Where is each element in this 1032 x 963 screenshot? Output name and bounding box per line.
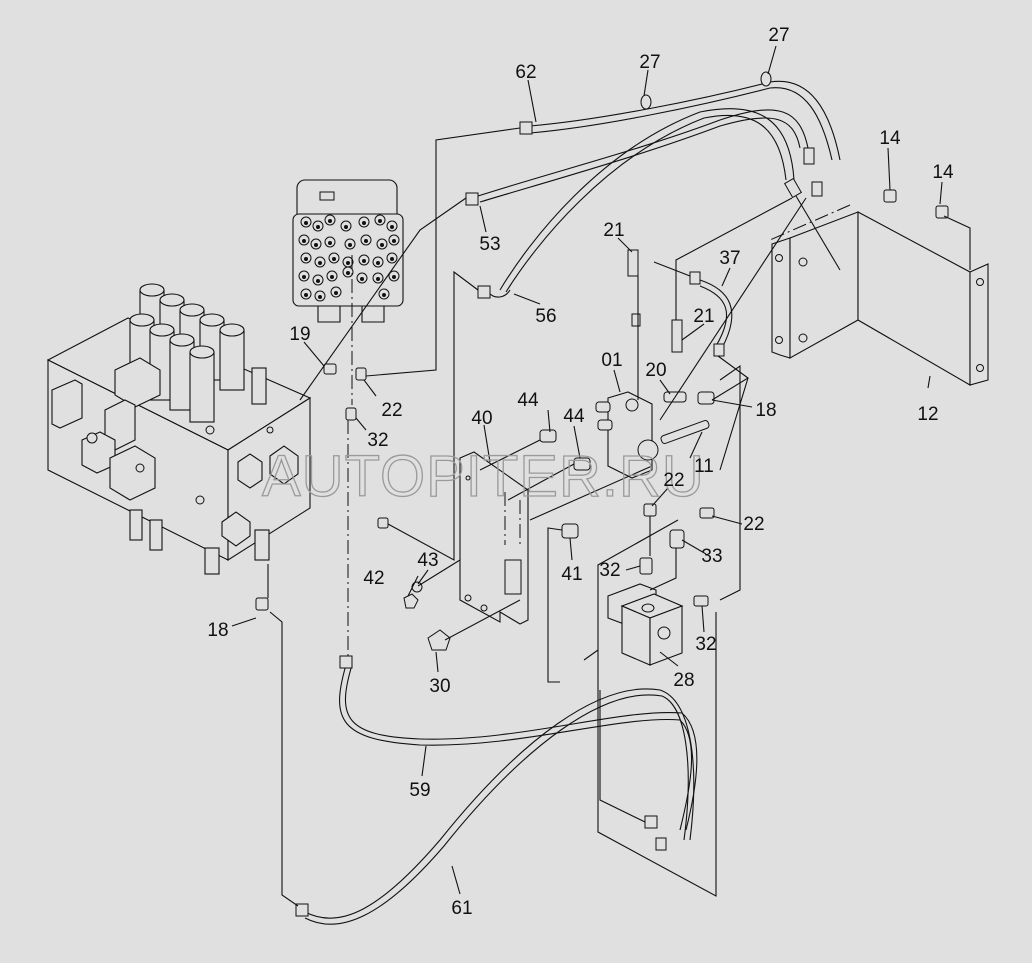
- pilot-port-hole: [346, 261, 350, 265]
- label-32[interactable]: 32: [599, 560, 620, 581]
- hose-62[interactable]: [529, 80, 841, 161]
- pilot-port-hole: [316, 279, 320, 283]
- pilot-port-hole: [304, 257, 308, 261]
- label-44[interactable]: 44: [563, 406, 585, 427]
- label-20[interactable]: 20: [645, 360, 666, 381]
- label-44[interactable]: 44: [517, 390, 539, 411]
- label-12[interactable]: 12: [917, 404, 938, 425]
- hose-61[interactable]: [304, 688, 695, 919]
- pilot-port-hole: [390, 225, 394, 229]
- label-leaders: [231, 45, 943, 895]
- label-21[interactable]: 21: [603, 220, 624, 241]
- label-28[interactable]: 28: [673, 670, 694, 691]
- label-18[interactable]: 18: [207, 620, 228, 641]
- control-valve[interactable]: [46, 283, 312, 575]
- hose-56[interactable]: [499, 108, 795, 291]
- pilot-port-hole: [390, 257, 394, 261]
- label-22[interactable]: 22: [663, 470, 684, 491]
- label-56[interactable]: 56: [535, 306, 556, 327]
- label-62[interactable]: 62: [515, 62, 536, 83]
- hoses: [295, 80, 841, 925]
- label-18[interactable]: 18: [755, 400, 776, 421]
- valve-01[interactable]: [595, 391, 659, 479]
- part-labels: 62 27 27 14 14 53 21 37 56 21 19 01 20 2…: [207, 25, 954, 919]
- label-41[interactable]: 41: [561, 564, 582, 585]
- label-21[interactable]: 21: [693, 306, 714, 327]
- label-32[interactable]: 32: [695, 634, 716, 655]
- label-11[interactable]: 11: [694, 456, 714, 477]
- pilot-port-hole: [362, 221, 366, 225]
- pilot-port-hole: [330, 275, 334, 279]
- hose-59[interactable]: [339, 664, 693, 831]
- pilot-port-hole: [380, 243, 384, 247]
- plate-40[interactable]: [459, 451, 529, 625]
- label-30[interactable]: 30: [429, 676, 450, 697]
- label-32[interactable]: 32: [367, 430, 388, 451]
- label-27[interactable]: 27: [768, 25, 789, 46]
- assembly-lines: [267, 127, 971, 907]
- watermark: AUTOPITER.RU: [262, 444, 705, 509]
- pilot-port-hole: [376, 261, 380, 265]
- label-22[interactable]: 22: [381, 400, 402, 421]
- label-42[interactable]: 42: [363, 568, 384, 589]
- pilot-port-hole: [382, 293, 386, 297]
- label-14[interactable]: 14: [932, 162, 954, 183]
- pilot-port-hole: [346, 271, 350, 275]
- label-01[interactable]: 01: [601, 350, 622, 371]
- label-53[interactable]: 53: [479, 234, 500, 255]
- pilot-ports: [298, 214, 400, 302]
- spool-caps: [129, 283, 267, 423]
- pilot-port-hole: [378, 219, 382, 223]
- hose-37[interactable]: [699, 279, 733, 349]
- pilot-port-hole: [344, 225, 348, 229]
- pilot-port-hole: [332, 257, 336, 261]
- pilot-valve-block[interactable]: [292, 179, 404, 323]
- label-40[interactable]: 40: [471, 408, 492, 429]
- bracket-12[interactable]: [771, 211, 989, 386]
- label-37[interactable]: 37: [719, 248, 740, 269]
- fittings: [255, 189, 949, 651]
- label-59[interactable]: 59: [409, 780, 430, 801]
- pilot-port-hole: [362, 259, 366, 263]
- label-19[interactable]: 19: [289, 324, 310, 345]
- block-28[interactable]: [607, 583, 684, 666]
- label-33[interactable]: 33: [701, 546, 722, 567]
- pilot-port-hole: [302, 239, 306, 243]
- pilot-port-hole: [376, 277, 380, 281]
- pilot-port-hole: [348, 243, 352, 247]
- hose-53[interactable]: [477, 109, 809, 197]
- label-14[interactable]: 14: [879, 128, 901, 149]
- pilot-port-hole: [314, 243, 318, 247]
- pilot-port-hole: [328, 219, 332, 223]
- pilot-port-hole: [304, 221, 308, 225]
- pilot-port-hole: [392, 239, 396, 243]
- pilot-port-hole: [316, 225, 320, 229]
- pilot-port-hole: [360, 277, 364, 281]
- pilot-port-hole: [334, 291, 338, 295]
- pilot-port-hole: [318, 261, 322, 265]
- pilot-port-hole: [364, 239, 368, 243]
- hose-clamps: [640, 71, 772, 110]
- label-43[interactable]: 43: [417, 550, 438, 571]
- pilot-port-hole: [302, 275, 306, 279]
- pilot-port-hole: [392, 275, 396, 279]
- label-27[interactable]: 27: [639, 52, 660, 73]
- pilot-port-hole: [304, 293, 308, 297]
- label-61[interactable]: 61: [451, 898, 472, 919]
- pilot-port-hole: [328, 241, 332, 245]
- pilot-port-hole: [318, 295, 322, 299]
- label-22[interactable]: 22: [743, 514, 764, 535]
